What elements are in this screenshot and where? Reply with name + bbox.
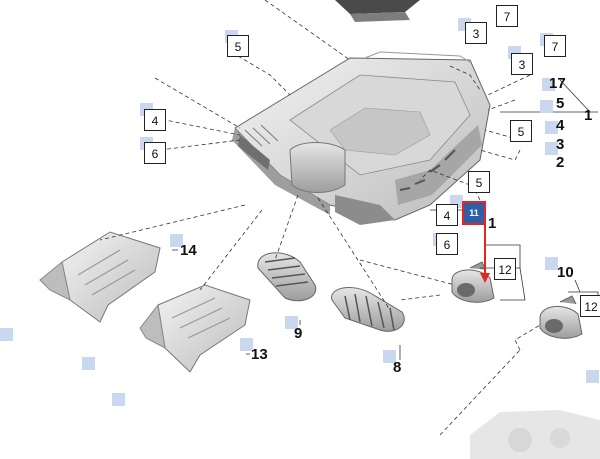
marker-square: [586, 370, 599, 383]
marker-square: [170, 234, 183, 247]
marker-square: [285, 316, 298, 329]
label-9[interactable]: 9: [294, 325, 303, 342]
marker-square: [0, 328, 13, 341]
callout-7[interactable]: 7: [496, 5, 518, 27]
callout-12[interactable]: 12: [494, 258, 516, 280]
callout-3[interactable]: 3: [511, 53, 533, 75]
intake-hose-8: [331, 286, 405, 332]
callout-5[interactable]: 5: [468, 171, 490, 193]
marker-square: [82, 357, 95, 370]
sensor-housing-10: [539, 295, 583, 339]
marker-square: [540, 100, 553, 113]
air-intake-duct-14: [39, 231, 161, 323]
highlighted-callout-11[interactable]: 11: [462, 201, 486, 225]
intake-hose-9: [257, 252, 317, 302]
callout-7[interactable]: 7: [544, 35, 566, 57]
callout-6[interactable]: 6: [436, 233, 458, 255]
marker-square: [545, 121, 558, 134]
callout-4[interactable]: 4: [436, 204, 458, 226]
label-8[interactable]: 8: [393, 359, 402, 376]
label-17[interactable]: 17: [549, 75, 566, 92]
marker-square: [542, 78, 555, 91]
engine-thumbnail: [470, 410, 600, 459]
marker-square: [112, 393, 125, 406]
callout-5[interactable]: 5: [510, 120, 532, 142]
label-4[interactable]: 4: [556, 117, 565, 134]
label-1-small[interactable]: 1: [488, 215, 497, 232]
callout-3[interactable]: 3: [465, 22, 487, 44]
marker-square: [240, 338, 253, 351]
upper-housing-part: [335, 0, 420, 22]
leader-lines: [99, 0, 541, 436]
label-14[interactable]: 14: [180, 242, 197, 259]
label-13[interactable]: 13: [251, 346, 268, 363]
label-2[interactable]: 2: [556, 154, 565, 171]
highlighted-callout-label: 11: [469, 208, 479, 218]
air-filter-housing: [232, 51, 491, 225]
marker-square: [383, 350, 396, 363]
air-intake-duct-13: [139, 284, 251, 373]
marker-square: [545, 257, 558, 270]
label-3[interactable]: 3: [556, 136, 565, 153]
label-10[interactable]: 10: [557, 264, 574, 281]
callout-6[interactable]: 6: [144, 142, 166, 164]
callout-12[interactable]: 12: [580, 295, 600, 317]
label-1[interactable]: 1: [584, 107, 593, 124]
callout-5[interactable]: 5: [227, 35, 249, 57]
callout-4[interactable]: 4: [144, 109, 166, 131]
marker-square: [545, 142, 558, 155]
label-5[interactable]: 5: [556, 95, 565, 112]
